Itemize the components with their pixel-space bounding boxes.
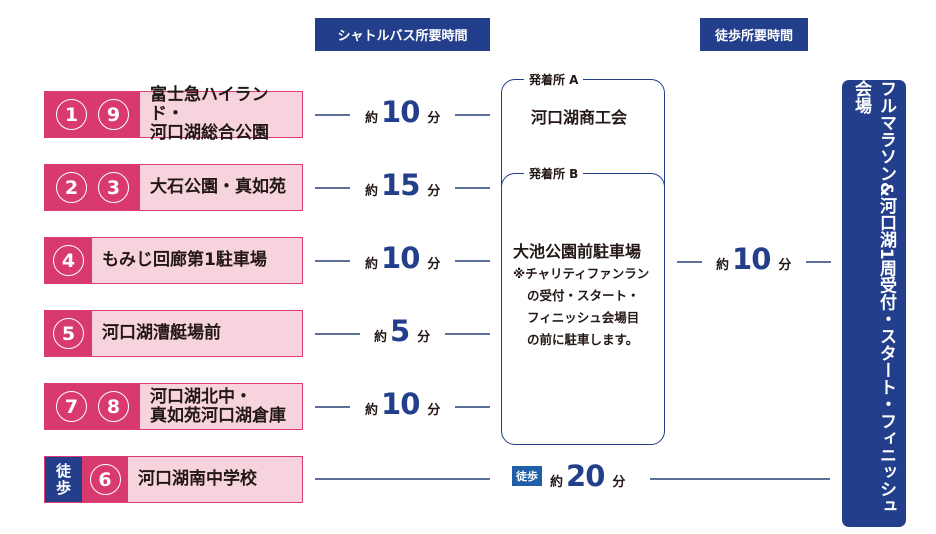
stop-1-9: 1 9 富士急ハイランド・ 河口湖総合公園 xyxy=(44,86,303,143)
walk-tag-char: 徒 xyxy=(55,461,71,480)
stop-number-7: 7 xyxy=(56,391,87,422)
minute-unit: 分 xyxy=(778,258,792,273)
time-value: 5 xyxy=(390,314,410,348)
stop-name-line: 真如苑河口湖倉庫 xyxy=(150,405,286,426)
stop-name-line: 河口湖漕艇場前 xyxy=(102,323,221,343)
time-value: 10 xyxy=(381,95,420,129)
stop-5: 5 河口湖漕艇場前 xyxy=(44,310,303,357)
stop-name-line: 河口湖総合公園 xyxy=(150,123,269,143)
hub-b-name: 大池公園前駐車場 xyxy=(513,242,642,261)
time-value: 10 xyxy=(381,241,420,275)
shuttle-time-header: シャトルバス所要時間 xyxy=(315,18,490,51)
approx-label: 約 xyxy=(550,475,564,490)
connector-line xyxy=(455,187,490,189)
approx-label: 約 xyxy=(374,330,388,345)
shuttle-time-1-9: 約 10 分 xyxy=(365,95,440,129)
shuttle-time-5: 約 5 分 xyxy=(374,314,430,348)
walk-badge: 徒歩 xyxy=(512,466,542,486)
stop-2-3: 2 3 大石公園・真如苑 xyxy=(44,164,303,211)
minute-unit: 分 xyxy=(427,257,441,272)
stop-4: 4 もみじ回廊第1駐車場 xyxy=(44,237,303,284)
minute-unit: 分 xyxy=(427,403,441,418)
stop-number-3: 3 xyxy=(98,172,129,203)
venue-box: フルマラソン&河口湖1周受付・スタート・フィニッシュ会場 xyxy=(842,80,906,527)
stop-number-6: 6 xyxy=(89,464,121,495)
note-line: の受付・スタート・ xyxy=(527,288,640,303)
approx-label: 約 xyxy=(365,184,379,199)
minute-unit: 分 xyxy=(427,184,441,199)
stop-number-9: 9 xyxy=(98,99,129,130)
stop-number-5: 5 xyxy=(53,318,84,349)
note-line: ※チャリティファンラン xyxy=(513,266,650,281)
stop-name-line: 河口湖南中学校 xyxy=(138,469,257,489)
connector-line xyxy=(806,261,831,263)
stop-number-4: 4 xyxy=(53,245,84,276)
walk-time-to-venue: 約 10 分 xyxy=(716,242,791,276)
approx-label: 約 xyxy=(716,258,730,273)
time-value: 15 xyxy=(381,168,420,202)
stop-name-line: 富士急ハイランド・ xyxy=(150,85,269,124)
stop-6-walk: 徒 歩 6 河口湖南中学校 xyxy=(44,456,303,503)
stop-number-2: 2 xyxy=(56,172,87,203)
connector-line xyxy=(455,406,490,408)
hub-b-note: ※チャリティファンラン の受付・スタート・ フィニッシュ会場目 の前に駐車します… xyxy=(513,263,663,351)
stop-number-1: 1 xyxy=(56,99,87,130)
minute-unit: 分 xyxy=(427,111,441,126)
shuttle-time-4: 約 10 分 xyxy=(365,241,440,275)
stop-number-8: 8 xyxy=(98,391,129,422)
connector-line xyxy=(315,187,350,189)
hub-a-label: 発着所 A xyxy=(524,71,584,88)
walk-time-header: 徒歩所要時間 xyxy=(700,18,808,51)
connector-line xyxy=(677,261,702,263)
connector-line xyxy=(315,333,360,335)
approx-label: 約 xyxy=(365,257,379,272)
connector-line xyxy=(315,406,350,408)
stop-7-8: 7 8 河口湖北中・ 真如苑河口湖倉庫 xyxy=(44,383,303,430)
shuttle-time-7-8: 約 10 分 xyxy=(365,387,440,421)
connector-line xyxy=(315,114,350,116)
shuttle-time-2-3: 約 15 分 xyxy=(365,168,440,202)
hub-b-label: 発着所 B xyxy=(524,165,584,182)
connector-line xyxy=(445,333,490,335)
time-value: 10 xyxy=(381,387,420,421)
approx-label: 約 xyxy=(365,111,379,126)
approx-label: 約 xyxy=(365,403,379,418)
connector-line xyxy=(455,114,490,116)
connector-line xyxy=(650,478,830,480)
stop-name-line: 河口湖北中・ xyxy=(150,386,252,407)
note-line: の前に駐車します。 xyxy=(527,332,639,347)
connector-line xyxy=(315,478,490,480)
walk-tag: 徒 歩 xyxy=(45,457,82,502)
time-value: 10 xyxy=(732,242,771,276)
note-line: フィニッシュ会場目 xyxy=(527,310,640,325)
walk-tag-char: 歩 xyxy=(55,478,71,497)
stop-name-line: もみじ回廊第1駐車場 xyxy=(102,250,267,270)
walk-time-stop-6: 徒歩 約 20 分 xyxy=(512,459,625,493)
stop-name-line: 大石公園・真如苑 xyxy=(150,177,286,197)
hub-b-box xyxy=(501,173,665,445)
time-value: 20 xyxy=(566,459,605,493)
connector-line xyxy=(315,260,350,262)
connector-line xyxy=(455,260,490,262)
minute-unit: 分 xyxy=(612,475,626,490)
minute-unit: 分 xyxy=(417,330,431,345)
hub-a-name: 河口湖商工会 xyxy=(531,108,628,127)
